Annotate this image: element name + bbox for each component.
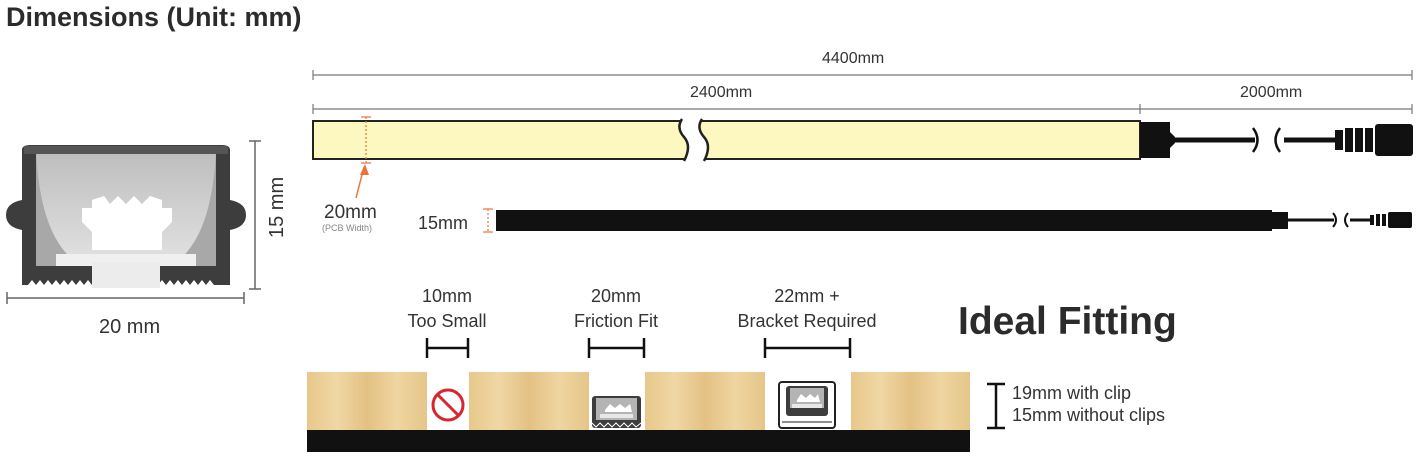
strip-length-dimension [312,104,1141,114]
prohibited-icon [431,388,465,422]
profile-with-bracket [778,381,836,429]
fit-option-size: 22mm + [774,286,840,306]
fit-option-desc: Too Small [407,311,487,331]
fit-option-size: 10mm [421,286,472,306]
depth-without-clip-label: 15mm without clips [1012,405,1166,425]
cable-length-dimension [1140,104,1413,114]
cable-length-label: 2000mm [1240,84,1303,101]
fit-option-bracket: 22mm + Bracket Required [727,284,887,334]
fit-option-desc: Bracket Required [737,311,877,331]
depth-with-clip-label: 19mm with clip [1012,383,1132,403]
strip-length-label: 2400mm [690,84,753,101]
depth-marker [987,382,1005,430]
profile-height-label: 15 mm [266,176,288,238]
led-strip-top-view [312,116,1413,164]
fitting-width-markers [425,338,852,358]
strip-thickness-label: 15mm [418,213,469,233]
total-length-label: 4400mm [822,50,885,67]
profile-cross-section [6,145,246,288]
profile-height-dimension [249,140,261,290]
total-length-dimension [312,70,1413,80]
profile-width-label: 20 mm [99,316,161,338]
fit-option-too-small: 10mm Too Small [377,284,517,334]
pcb-width-arrow [355,164,369,199]
pcb-width-label: 20mm [324,202,377,223]
ideal-fitting-heading: Ideal Fitting [958,300,1177,343]
fit-option-desc: Friction Fit [573,311,658,331]
fit-option-size: 20mm [590,286,641,306]
profile-width-dimension [6,292,245,304]
fit-option-friction-fit: 20mm Friction Fit [546,284,686,334]
profile-friction-fit [591,396,642,428]
pcb-width-note: (PCB Width) [322,223,373,233]
led-strip-side-view [483,208,1412,233]
page-title: Dimensions (Unit: mm) [6,2,302,32]
wood-channel-assembly [307,372,970,452]
